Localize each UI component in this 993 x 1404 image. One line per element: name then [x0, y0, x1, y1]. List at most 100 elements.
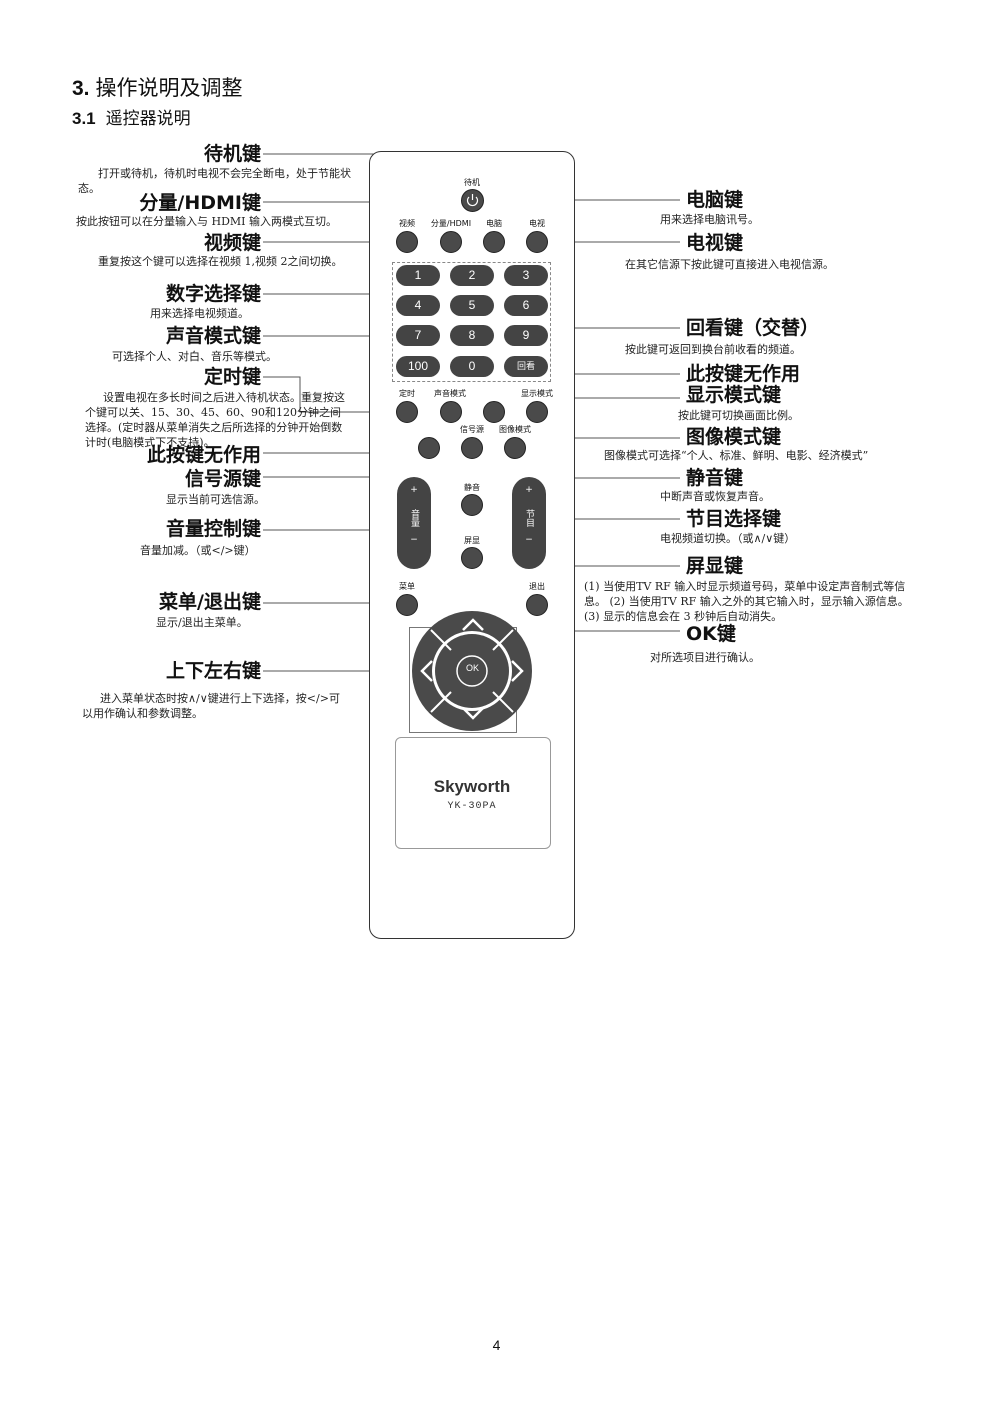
sound-mode-key-label: 声音模式	[434, 389, 466, 398]
source-button[interactable]	[461, 437, 483, 459]
desc-standby: 打开或待机，待机时电视不会完全断电，处于节能状态。	[78, 167, 351, 195]
picture-mode-key-label: 图像模式	[499, 425, 531, 434]
num-key-100[interactable]: 100	[396, 356, 440, 377]
label-picture-mode: 图像模式键	[686, 426, 782, 448]
label-pc: 电脑键	[686, 189, 744, 211]
label-osd: 屏显键	[686, 555, 744, 577]
power-icon	[466, 194, 479, 207]
arrow-up-icon[interactable]	[459, 614, 487, 634]
label-ok: OK键	[686, 623, 736, 645]
pc-key-label: 电脑	[486, 219, 502, 228]
display-mode-button[interactable]	[526, 401, 548, 423]
recall-button[interactable]: 回看	[504, 356, 548, 377]
desc-picture-mode: 图像模式可选择“个人、标准、鲜明、电影、经济模式”	[604, 449, 869, 462]
label-menu-exit: 菜单/退出键	[159, 591, 261, 613]
timer-button[interactable]	[396, 401, 418, 423]
mute-button[interactable]	[461, 494, 483, 516]
label-mute: 静音键	[686, 467, 744, 489]
pc-button[interactable]	[483, 231, 505, 253]
num-key-4[interactable]: 4	[396, 295, 440, 316]
dpad[interactable]	[409, 608, 535, 734]
video-button[interactable]	[396, 231, 418, 253]
label-tv: 电视键	[686, 232, 744, 254]
desc-volume: 音量加减。（或</>键）	[140, 544, 256, 557]
display-mode-key-label: 显示模式	[521, 389, 553, 398]
desc-sound-mode: 可选择个人、对白、音乐等模式。	[112, 350, 277, 363]
volume-rocker[interactable]: + 音量 −	[397, 477, 431, 569]
no-function-button-bottom[interactable]	[418, 437, 440, 459]
subsection-number: 3.1	[72, 109, 96, 128]
picture-mode-button[interactable]	[504, 437, 526, 459]
source-key-label: 信号源	[460, 425, 484, 434]
osd-button[interactable]	[461, 547, 483, 569]
desc-number-keys: 用来选择电视频道。	[150, 307, 249, 320]
tv-key-label: 电视	[529, 219, 545, 228]
desc-display-mode: 按此键可切换画面比例。	[678, 409, 799, 422]
num-key-9[interactable]: 9	[504, 325, 548, 346]
label-source: 信号源键	[184, 468, 261, 490]
num-key-1[interactable]: 1	[396, 265, 440, 286]
standby-key-label: 待机	[464, 178, 480, 187]
desc-menu-exit: 显示/退出主菜单。	[156, 616, 248, 629]
arrow-right-icon[interactable]	[508, 657, 528, 685]
channel-rocker[interactable]: + 节目 −	[512, 477, 546, 569]
component-hdmi-button[interactable]	[440, 231, 462, 253]
tv-button[interactable]	[526, 231, 548, 253]
label-component-hdmi: 分量/HDMI键	[139, 192, 261, 214]
desc-video: 重复按这个键可以选择在视频 1,视频 2之间切换。	[98, 255, 343, 268]
osd-key-label: 屏显	[464, 536, 480, 545]
logo-panel	[395, 737, 551, 849]
arrow-down-icon[interactable]	[459, 704, 487, 724]
label-volume: 音量控制键	[165, 518, 261, 540]
desc-channel: 电视频道切换。（或∧/∨键）	[660, 532, 796, 545]
brand-logo: Skyworth	[433, 777, 511, 796]
num-key-3[interactable]: 3	[504, 265, 548, 286]
sound-mode-button[interactable]	[440, 401, 462, 423]
desc-timer: 设置电视在多长时间之后进入待机状态。重复按这个键可以关、15、30、45、60、…	[85, 391, 345, 449]
page-number: 4	[492, 1337, 501, 1353]
mute-key-label: 静音	[464, 483, 480, 492]
label-no-function-left: 此按键无作用	[146, 444, 261, 466]
section-number: 3.	[72, 77, 90, 100]
num-key-2[interactable]: 2	[450, 265, 494, 286]
num-key-0[interactable]: 0	[450, 356, 494, 377]
desc-osd: (1) 当使用TV RF 输入时显示频道号码，菜单中设定声音制式等信息。 (2)…	[584, 580, 909, 623]
num-key-6[interactable]: 6	[504, 295, 548, 316]
desc-direction-keys: 进入菜单状态时按∧/∨键进行上下选择，按</>可以用作确认和参数调整。	[82, 692, 340, 720]
channel-label: 节目	[524, 509, 534, 527]
subsection-title: 遥控器说明	[105, 109, 191, 129]
ok-label: OK	[465, 663, 479, 673]
ok-button[interactable]: OK	[455, 653, 490, 688]
desc-mute: 中断声音或恢复声音。	[660, 490, 770, 503]
menu-key-label: 菜单	[399, 582, 415, 591]
label-sound-mode: 声音模式键	[165, 325, 261, 347]
label-direction-keys: 上下左右键	[165, 660, 261, 682]
desc-component-hdmi: 按此按钮可以在分量输入与 HDMI 输入两模式互切。	[76, 215, 338, 228]
channel-plus: +	[525, 485, 533, 495]
component-key-label: 分量/HDMI	[430, 219, 472, 228]
section-heading: 3.操作说明及调整	[72, 72, 243, 102]
label-number-keys: 数字选择键	[165, 283, 261, 305]
exit-button[interactable]	[526, 594, 548, 616]
num-key-5[interactable]: 5	[450, 295, 494, 316]
label-channel: 节目选择键	[686, 508, 782, 530]
menu-button[interactable]	[396, 594, 418, 616]
desc-ok: 对所选项目进行确认。	[650, 651, 760, 664]
desc-source: 显示当前可选信源。	[166, 493, 265, 506]
label-display-mode: 显示模式键	[686, 384, 782, 406]
volume-minus: −	[410, 535, 418, 545]
no-function-button-top[interactable]	[483, 401, 505, 423]
arrow-left-icon[interactable]	[416, 657, 436, 685]
num-key-7[interactable]: 7	[396, 325, 440, 346]
volume-plus: +	[410, 485, 418, 495]
label-standby: 待机键	[203, 143, 261, 165]
video-key-label: 视频	[399, 219, 415, 228]
timer-key-label: 定时	[399, 389, 415, 398]
desc-pc: 用来选择电脑讯号。	[660, 213, 759, 226]
volume-label: 音量	[409, 509, 419, 527]
num-key-8[interactable]: 8	[450, 325, 494, 346]
label-recall: 回看键（交替）	[686, 317, 820, 339]
standby-button[interactable]	[461, 189, 484, 212]
exit-key-label: 退出	[529, 582, 545, 591]
model-number: YK-30PA	[447, 801, 497, 812]
